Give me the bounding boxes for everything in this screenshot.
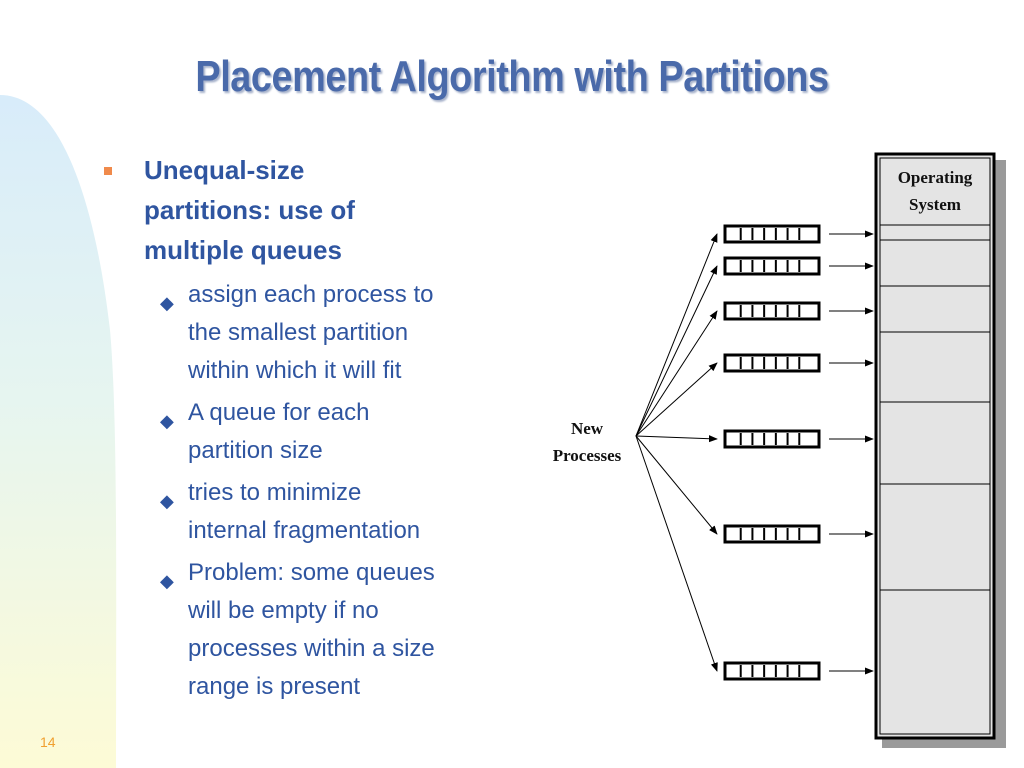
process-to-queue-arrow — [635, 310, 718, 437]
diamond-bullet-icon: ◆ — [160, 571, 174, 591]
bullet-list: Unequal-size partitions: use of multiple… — [100, 150, 520, 706]
os-label: System — [909, 195, 961, 214]
sub-bullet-line: partition size — [188, 437, 323, 464]
sub-bullet-line: processes within a size — [188, 635, 435, 662]
memory-block — [874, 152, 996, 740]
sub-bullet: ◆ Problem: some queues will be empty if … — [144, 554, 520, 706]
queue-box — [723, 429, 821, 449]
square-bullet-icon — [104, 167, 112, 175]
diamond-bullet-icon: ◆ — [160, 411, 174, 431]
main-bullet-line: partitions: use of — [144, 195, 355, 225]
sub-bullet-line: Problem: some queues — [188, 559, 435, 586]
slide-title: Placement Algorithm with Partitions — [195, 52, 829, 101]
page-number: 14 — [40, 734, 56, 750]
sub-bullet-line: range is present — [188, 673, 361, 700]
sub-bullet-line: the smallest partition — [188, 319, 409, 346]
diamond-bullet-icon: ◆ — [160, 293, 174, 313]
sub-bullet: ◆ assign each process to the smallest pa… — [144, 276, 520, 390]
sub-bullet: ◆ A queue for each partition size — [144, 394, 520, 470]
sub-bullet-line: will be empty if no — [188, 597, 379, 624]
queue-box — [723, 224, 821, 244]
sub-bullet-line: within which it will fit — [188, 357, 402, 384]
process-to-queue-arrow — [635, 233, 718, 437]
process-to-queue-arrow — [635, 435, 718, 443]
queue-box — [723, 661, 821, 681]
new-processes-label: Processes — [553, 446, 622, 465]
main-bullet-line: Unequal-size — [144, 155, 305, 185]
main-bullet: Unequal-size partitions: use of multiple… — [100, 150, 520, 270]
queue-box — [723, 524, 821, 544]
new-processes-label: New — [571, 419, 604, 438]
sub-bullet-line: tries to minimize — [188, 479, 362, 506]
diamond-bullet-icon: ◆ — [160, 491, 174, 511]
process-to-queue-arrow — [635, 265, 718, 437]
process-to-queue-arrow — [635, 362, 718, 437]
queue-box — [723, 353, 821, 373]
os-label: Operating — [898, 168, 973, 187]
process-to-queue-arrow — [635, 435, 718, 672]
memory-inner-border — [879, 157, 991, 735]
sub-bullet-line: assign each process to — [188, 281, 434, 308]
main-bullet-line: multiple queues — [144, 235, 342, 265]
process-to-queue-arrow — [635, 435, 718, 535]
sub-bullet-line: internal fragmentation — [188, 517, 421, 544]
sub-bullet: ◆ tries to minimize internal fragmentati… — [144, 474, 520, 550]
queue-box — [723, 256, 821, 276]
sub-bullet-line: A queue for each — [188, 399, 370, 426]
queue-box — [723, 301, 821, 321]
